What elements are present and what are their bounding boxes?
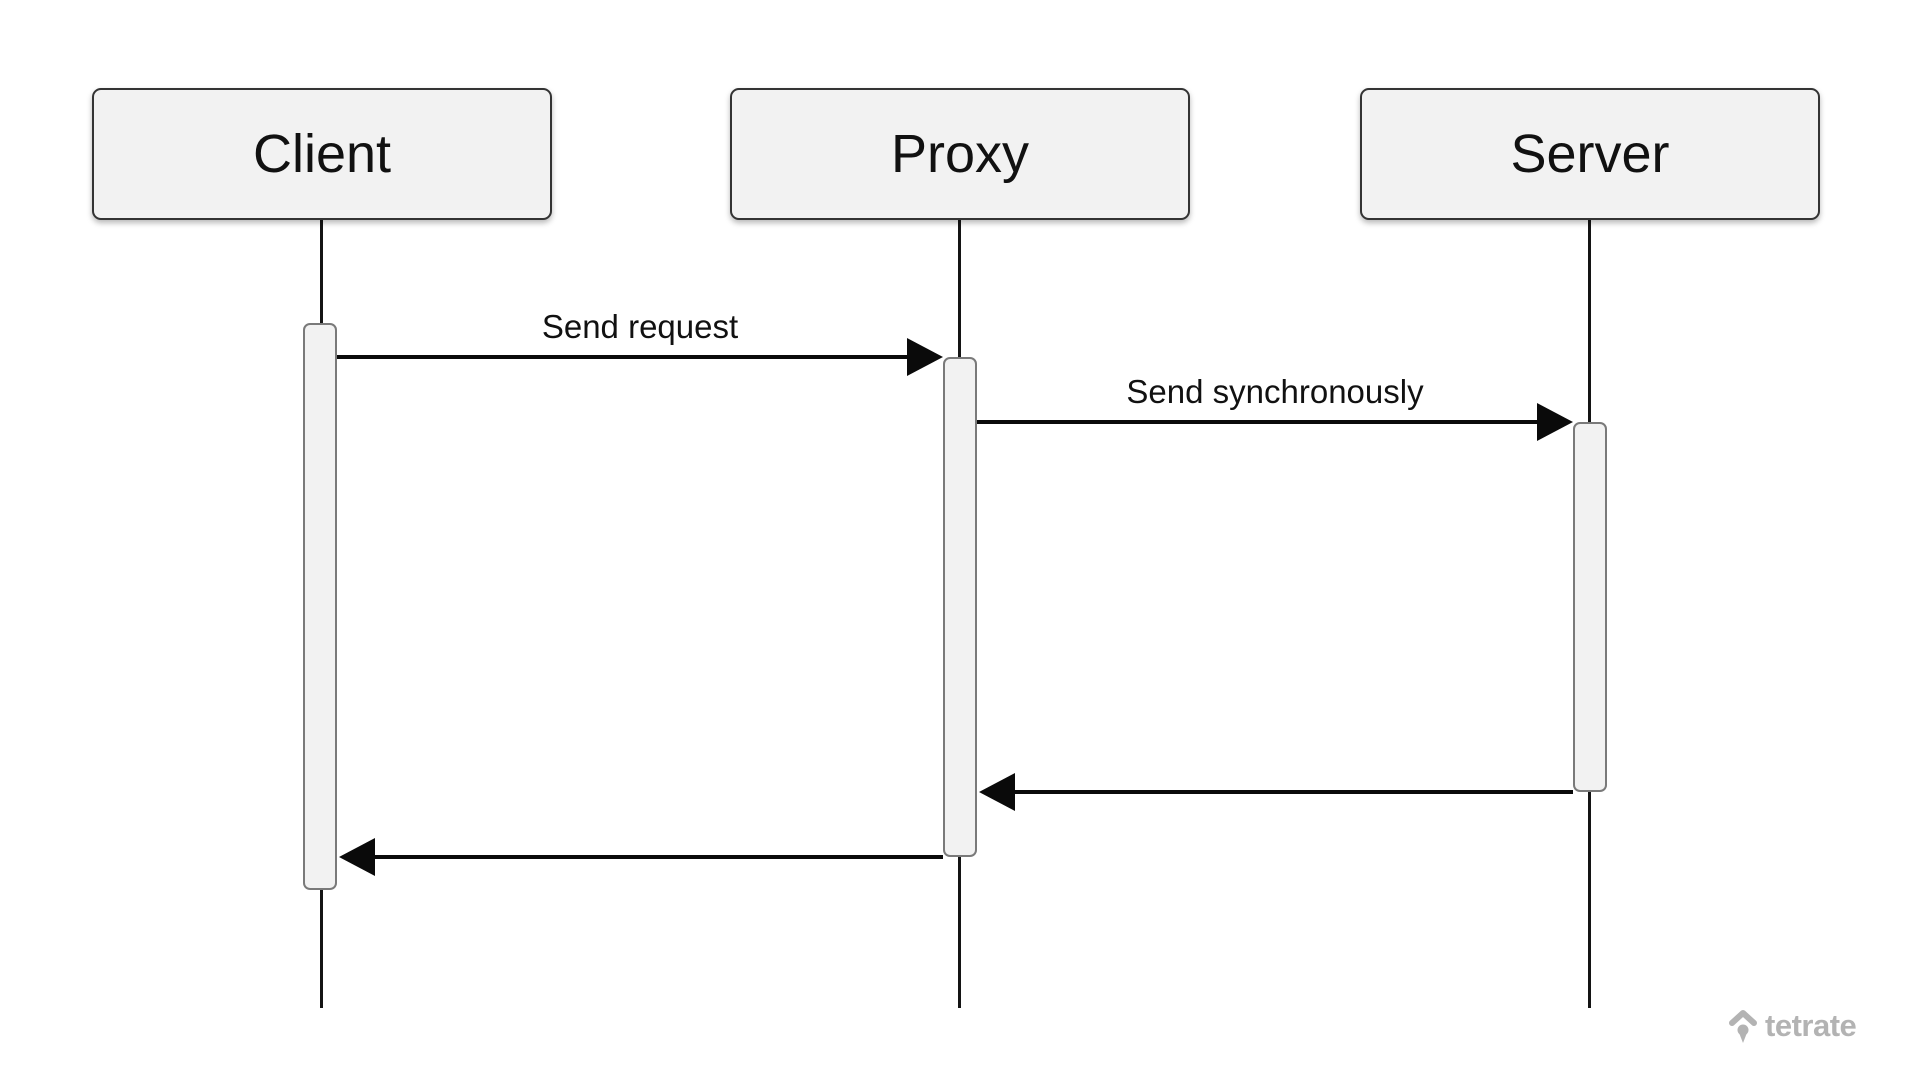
message-label-send-request: Send request (541, 308, 739, 345)
message-line-send-request (337, 355, 909, 359)
message-line-send-synchronously (977, 420, 1539, 424)
actor-label-proxy: Proxy (890, 124, 1030, 184)
actor-label-server: Server (1510, 124, 1670, 184)
message-line-return-proxy-to-client (373, 855, 943, 859)
tetrate-logo-icon (1729, 1010, 1757, 1043)
message-label-send-synchronously: Send synchronously (1126, 373, 1424, 410)
tetrate-logo: tetrate (1728, 1004, 1857, 1048)
arrowhead-right-icon (907, 338, 943, 376)
arrowhead-left-icon (979, 773, 1015, 811)
actor-label-client: Client (252, 124, 392, 184)
actor-box-server: Server (1360, 88, 1820, 220)
activation-bar-client (303, 323, 337, 890)
activation-bar-proxy (943, 357, 977, 857)
arrowhead-right-icon (1537, 403, 1573, 441)
actor-box-client: Client (92, 88, 552, 220)
actor-box-proxy: Proxy (730, 88, 1190, 220)
tetrate-logo-text: tetrate (1765, 1008, 1857, 1043)
arrowhead-left-icon (339, 838, 375, 876)
message-line-return-server-to-proxy (1013, 790, 1573, 794)
activation-bar-server (1573, 422, 1607, 792)
